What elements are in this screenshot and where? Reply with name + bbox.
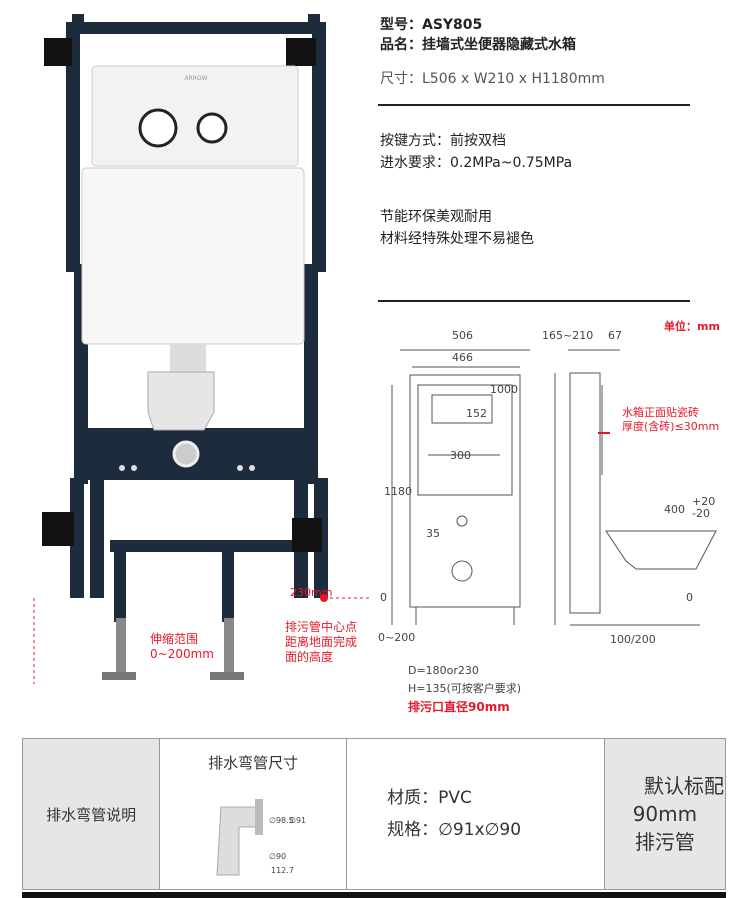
dim-165-210: 165~210 bbox=[542, 329, 593, 342]
pipe-dim-90: ∅90 bbox=[269, 852, 286, 861]
default-text: 默认标配 90mm 排污管 bbox=[632, 774, 724, 854]
dim-100-200: 100/200 bbox=[610, 633, 656, 646]
dim-1180: 1180 bbox=[384, 485, 412, 498]
range-label: 伸缩范围 0~200mm bbox=[150, 632, 214, 661]
material-cell: 材质：PVC 规格：∅91x∅90 bbox=[346, 738, 605, 890]
dim-1000: 1000 bbox=[490, 383, 518, 396]
dim-0-side: 0 bbox=[686, 591, 693, 604]
divider bbox=[378, 104, 690, 106]
dim-152: 152 bbox=[466, 407, 487, 420]
dim-plus20: +20 bbox=[692, 495, 715, 508]
spec-d: D=180or230 bbox=[408, 664, 479, 677]
default-cell: 默认标配 90mm 排污管 bbox=[603, 738, 727, 890]
technical-drawing: 506 466 1000 152 300 1180 35 0 0~200 165… bbox=[378, 329, 717, 646]
material-text: 材质：PVC bbox=[387, 788, 472, 808]
height-desc: 排污管中心点 距离地面完成 面的高度 bbox=[285, 620, 358, 664]
pipe-size-cell: 排水弯管尺寸 ∅98.5 ∅91 ∅90 112.7 bbox=[159, 738, 348, 890]
pipe-size-title: 排水弯管尺寸 bbox=[208, 754, 299, 772]
product-photo: ARROW bbox=[33, 14, 370, 684]
pipe-spec-table: 排水弯管说明 排水弯管尺寸 ∅98.5 ∅91 ∅90 112.7 材质：PVC… bbox=[21, 738, 727, 890]
button-text: 按键方式：前按双档 bbox=[380, 133, 506, 149]
pipe-drawing: ∅98.5 ∅91 ∅90 112.7 bbox=[216, 799, 306, 876]
outlet-label: 排污口直径90mm bbox=[408, 700, 510, 714]
spec-h: H=135(可按客户要求) bbox=[408, 682, 522, 695]
tile-note: 水箱正面贴瓷砖 厚度(含砖)≤30mm bbox=[622, 406, 720, 433]
dim-400: 400 bbox=[664, 503, 685, 516]
dim-35: 35 bbox=[426, 527, 440, 540]
spec-text: 规格：∅91x∅90 bbox=[387, 820, 522, 840]
size-text: 尺寸：L506 x W210 x H1180mm bbox=[380, 71, 605, 87]
pipe-dim-1127: 112.7 bbox=[271, 866, 294, 875]
footer-bar bbox=[22, 892, 726, 898]
pipe-dim-91: ∅91 bbox=[289, 816, 306, 825]
dim-minus20: -20 bbox=[692, 507, 710, 520]
pipe-description: 排水弯管说明 bbox=[46, 805, 137, 824]
pipe-dim-985: ∅98.5 bbox=[269, 816, 294, 825]
feature-2: 材料经特殊处理不易褪色 bbox=[380, 231, 534, 247]
product-name: 品名：挂墙式坐便器隐藏式水箱 bbox=[380, 37, 576, 53]
dim-466: 466 bbox=[452, 351, 473, 364]
brand-label: ARROW bbox=[184, 75, 207, 82]
dim-0: 0 bbox=[380, 591, 387, 604]
dim-506: 506 bbox=[452, 329, 473, 342]
dim-300: 300 bbox=[450, 449, 471, 462]
unit-label: 单位：mm bbox=[664, 320, 720, 333]
pipe-description-cell: 排水弯管说明 bbox=[21, 738, 161, 890]
model-text: 型号：ASY805 bbox=[380, 17, 483, 33]
feature-1: 节能环保美观耐用 bbox=[380, 209, 492, 225]
height-label: 230mm bbox=[290, 586, 333, 599]
dim-67: 67 bbox=[608, 329, 622, 342]
water-text: 进水要求：0.2MPa~0.75MPa bbox=[380, 155, 573, 171]
divider bbox=[378, 300, 690, 302]
dim-0-200: 0~200 bbox=[378, 631, 415, 644]
